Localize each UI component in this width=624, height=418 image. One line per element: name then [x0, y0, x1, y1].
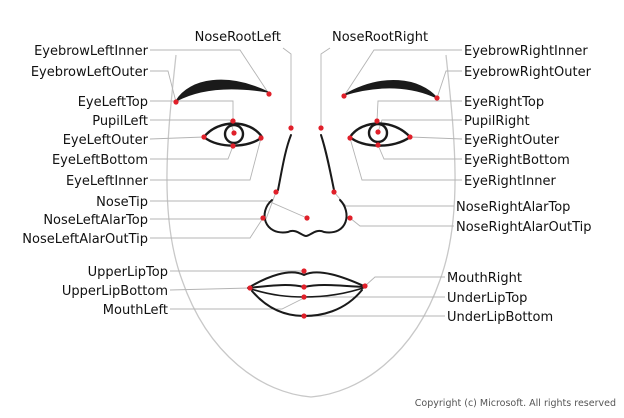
- eyebrow-right: [343, 80, 438, 99]
- leader-eyebrow-left-inner: [150, 49, 270, 95]
- point-eyebrow-right-inner: [341, 93, 347, 99]
- point-eye-left-outer: [201, 134, 207, 140]
- point-eye-left-top: [230, 118, 236, 124]
- eyebrow-left: [175, 79, 269, 102]
- leader-nose-left-alar-top: [150, 191, 277, 220]
- label-nose-tip: NoseTip: [96, 195, 148, 210]
- label-pupil-right: PupilRight: [464, 114, 530, 129]
- point-pupil-right: [375, 129, 381, 135]
- label-eye-right-inner: EyeRightInner: [464, 174, 556, 189]
- point-eye-right-bottom: [375, 142, 381, 148]
- leader-eye-left-bottom: [150, 145, 234, 160]
- point-eye-right-top: [374, 118, 380, 124]
- leader-pupil-left: [150, 119, 235, 134]
- point-upper-lip-bottom: [301, 284, 307, 290]
- leader-pupil-right: [377, 119, 462, 133]
- label-nose-root-left: NoseRootLeft: [195, 30, 281, 45]
- label-eyebrow-right-inner: EyebrowRightInner: [464, 44, 588, 59]
- label-eye-right-outer: EyeRightOuter: [464, 133, 560, 148]
- leader-nose-root-left: [282, 47, 292, 128]
- point-nose-tip: [304, 215, 310, 221]
- facial-features: [175, 79, 438, 317]
- point-mouth-right: [362, 283, 368, 289]
- leader-eyebrow-left-outer: [150, 70, 177, 103]
- label-under-lip-top: UnderLipTop: [447, 291, 527, 306]
- copyright-notice: Copyright (c) Microsoft. All rights rese…: [415, 398, 616, 409]
- label-mouth-left: MouthLeft: [103, 303, 168, 318]
- point-nose-right-alar-top: [331, 189, 337, 195]
- point-pupil-left: [231, 130, 237, 136]
- leader-eye-left-top: [150, 100, 234, 121]
- point-nose-root-left: [288, 125, 294, 131]
- leader-eye-right-inner: [349, 137, 462, 181]
- point-eyebrow-left-outer: [173, 99, 179, 105]
- label-eyebrow-right-outer: EyebrowRightOuter: [464, 65, 592, 80]
- label-eye-left-outer: EyeLeftOuter: [63, 133, 149, 148]
- leader-mouth-left: [170, 297, 305, 310]
- label-eyebrow-left-outer: EyebrowLeftOuter: [31, 65, 149, 80]
- nose-bridge-right: [320, 134, 335, 191]
- point-under-lip-top: [301, 294, 307, 300]
- label-nose-left-alar-out-tip: NoseLeftAlarOutTip: [22, 232, 148, 247]
- label-eye-left-top: EyeLeftTop: [78, 95, 148, 110]
- point-eyebrow-right-outer: [434, 95, 440, 101]
- point-nose-right-alar-out-tip: [347, 215, 353, 221]
- label-nose-right-alar-top: NoseRightAlarTop: [456, 200, 570, 215]
- label-eye-right-top: EyeRightTop: [464, 95, 544, 110]
- leader-mouth-right: [364, 276, 445, 287]
- upper-lip: [247, 271, 367, 289]
- label-nose-left-alar-top: NoseLeftAlarTop: [43, 213, 148, 228]
- label-nose-root-right: NoseRootRight: [332, 30, 428, 45]
- point-eye-left-bottom: [230, 143, 236, 149]
- point-nose-left-alar-out-tip: [260, 215, 266, 221]
- leader-nose-left-alar-out-tip: [150, 217, 264, 239]
- iris-right: [367, 122, 389, 144]
- leader-eye-left-outer: [149, 136, 205, 140]
- label-eye-left-bottom: EyeLeftBottom: [52, 153, 148, 168]
- leader-nose-right-alar-top: [333, 191, 454, 207]
- point-eye-left-inner: [258, 135, 264, 141]
- label-mouth-right: MouthRight: [447, 271, 522, 286]
- label-upper-lip-top: UpperLipTop: [88, 265, 168, 280]
- point-eyebrow-left-inner: [266, 91, 272, 97]
- point-upper-lip-top: [301, 268, 307, 274]
- nose-bridge-left: [277, 134, 292, 191]
- lip-line: [247, 286, 367, 298]
- leader-nose-tip: [150, 200, 308, 219]
- landmark-points: [173, 91, 440, 319]
- label-eye-left-inner: EyeLeftInner: [66, 174, 149, 189]
- point-nose-left-alar-top: [273, 189, 279, 195]
- leader-eye-right-outer: [409, 136, 463, 140]
- leader-upper-lip-bottom: [169, 287, 251, 291]
- point-under-lip-bottom: [301, 313, 307, 319]
- leader-eye-right-bottom: [377, 144, 462, 160]
- label-eye-right-bottom: EyeRightBottom: [464, 153, 570, 168]
- leader-eyebrow-right-inner: [343, 49, 462, 97]
- label-pupil-left: PupilLeft: [92, 114, 148, 129]
- leader-eyebrow-right-outer: [436, 70, 462, 99]
- leader-eye-right-top: [376, 100, 462, 122]
- iris-left: [223, 123, 245, 145]
- nose-base: [263, 199, 348, 237]
- label-eyebrow-left-inner: EyebrowLeftInner: [34, 44, 149, 59]
- label-under-lip-bottom: UnderLipBottom: [447, 310, 553, 325]
- leader-nose-root-right: [320, 47, 331, 128]
- point-eye-right-outer: [407, 134, 413, 140]
- leader-nose-right-alar-out-tip: [349, 217, 454, 227]
- point-nose-root-right: [318, 125, 324, 131]
- leader-eye-left-inner: [150, 137, 262, 181]
- point-eye-right-inner: [347, 135, 353, 141]
- point-mouth-left: [247, 285, 253, 291]
- label-nose-right-alar-out-tip: NoseRightAlarOutTip: [456, 220, 591, 235]
- face-outline: [166, 54, 456, 398]
- label-upper-lip-bottom: UpperLipBottom: [62, 284, 168, 299]
